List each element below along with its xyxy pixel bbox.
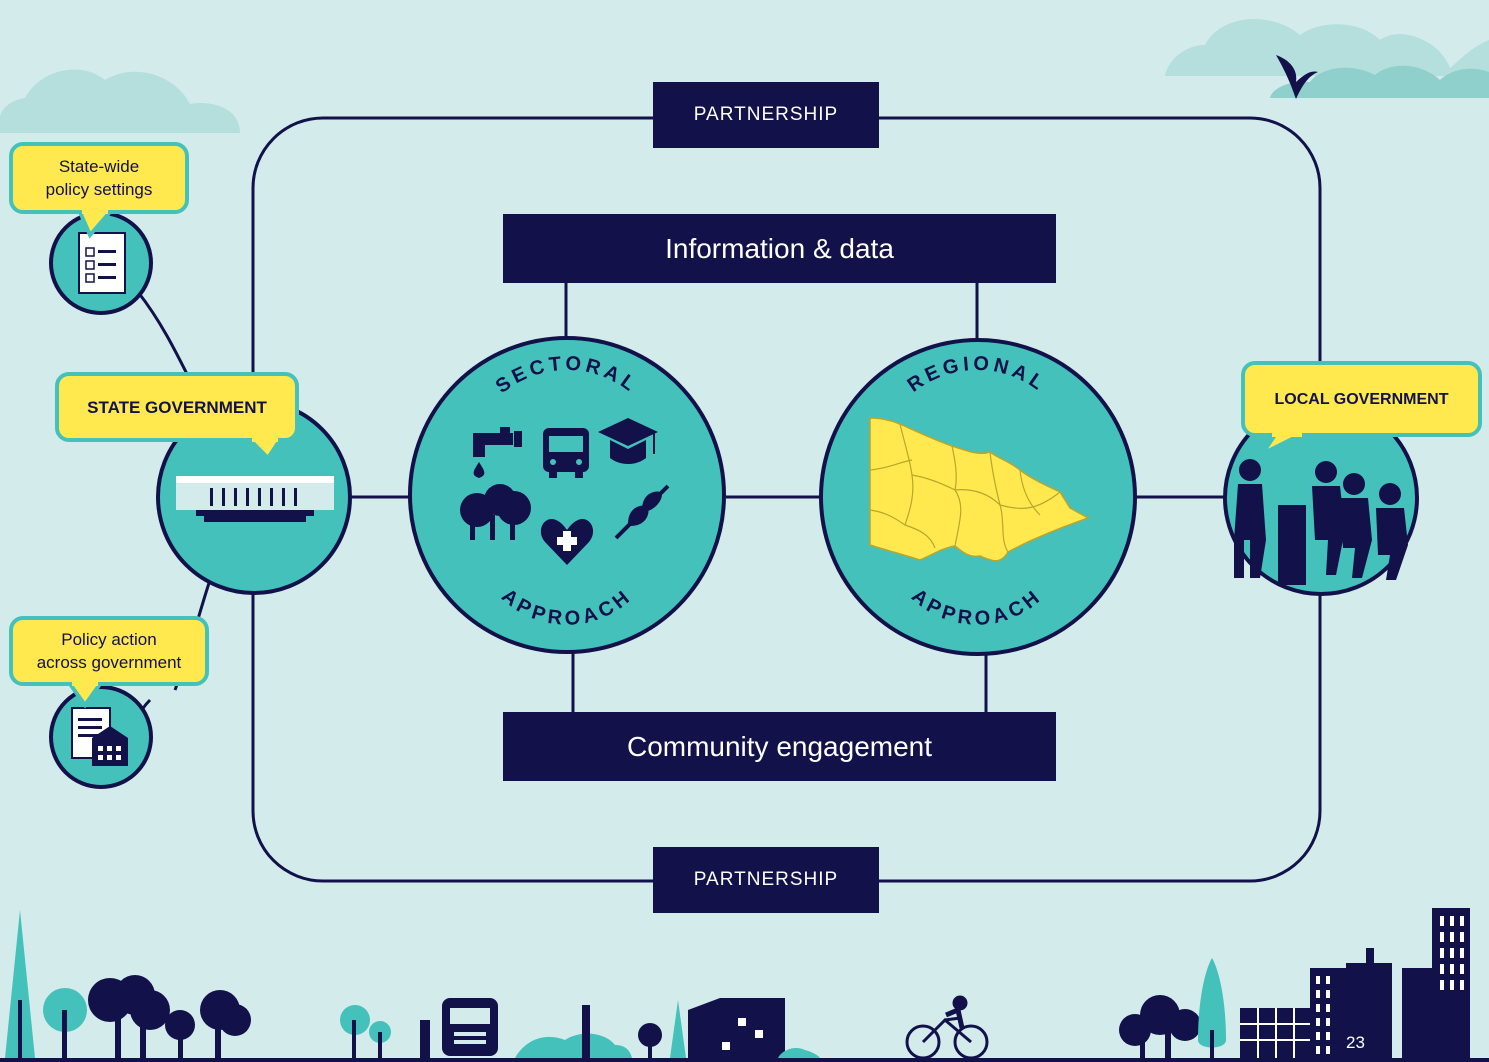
victoria-map-icon — [869, 417, 1090, 562]
city-buildings-illustration — [1240, 908, 1470, 1058]
community-engagement-box: Community engagement — [503, 712, 1056, 781]
statewide-policy-label: State-wide policy settings — [45, 157, 153, 199]
cyclist-illustration — [905, 995, 989, 1060]
state-government-callout: STATE GOVERNMENT — [55, 372, 299, 442]
page-number: 23 — [1346, 1033, 1365, 1052]
local-government-callout: LOCAL GOVERNMENT — [1241, 361, 1482, 437]
information-data-box: Information & data — [503, 214, 1056, 283]
partnership-top-label: PARTNERSHIP — [653, 82, 879, 148]
community-meeting-icon — [1234, 459, 1408, 585]
graduation-cap-icon — [598, 418, 658, 464]
local-government-label: LOCAL GOVERNMENT — [1274, 390, 1449, 408]
sectoral-approach-circle — [408, 336, 726, 654]
health-heart-icon — [540, 519, 594, 565]
checklist-document-icon — [78, 232, 126, 294]
cloud-right-icon — [1165, 18, 1489, 98]
wheat-icon — [614, 484, 670, 540]
parliament-building-icon — [176, 476, 334, 522]
skyline-illustration — [0, 908, 1489, 1062]
policy-action-callout: Policy action across government — [9, 616, 209, 686]
trees-icon — [460, 484, 531, 540]
document-building-icon — [71, 707, 128, 766]
bus-icon — [543, 428, 589, 478]
partnership-bottom-label: PARTNERSHIP — [653, 847, 879, 913]
cloud-left-icon — [0, 69, 240, 133]
connector-lines — [136, 282, 1224, 719]
state-government-label: STATE GOVERNMENT — [87, 397, 267, 417]
policy-action-label: Policy action across government — [36, 630, 182, 672]
statewide-policy-callout: State-wide policy settings — [9, 142, 189, 214]
water-tap-icon — [473, 427, 522, 478]
school-bus-illustration — [442, 998, 498, 1056]
bird-icon — [1276, 55, 1318, 99]
